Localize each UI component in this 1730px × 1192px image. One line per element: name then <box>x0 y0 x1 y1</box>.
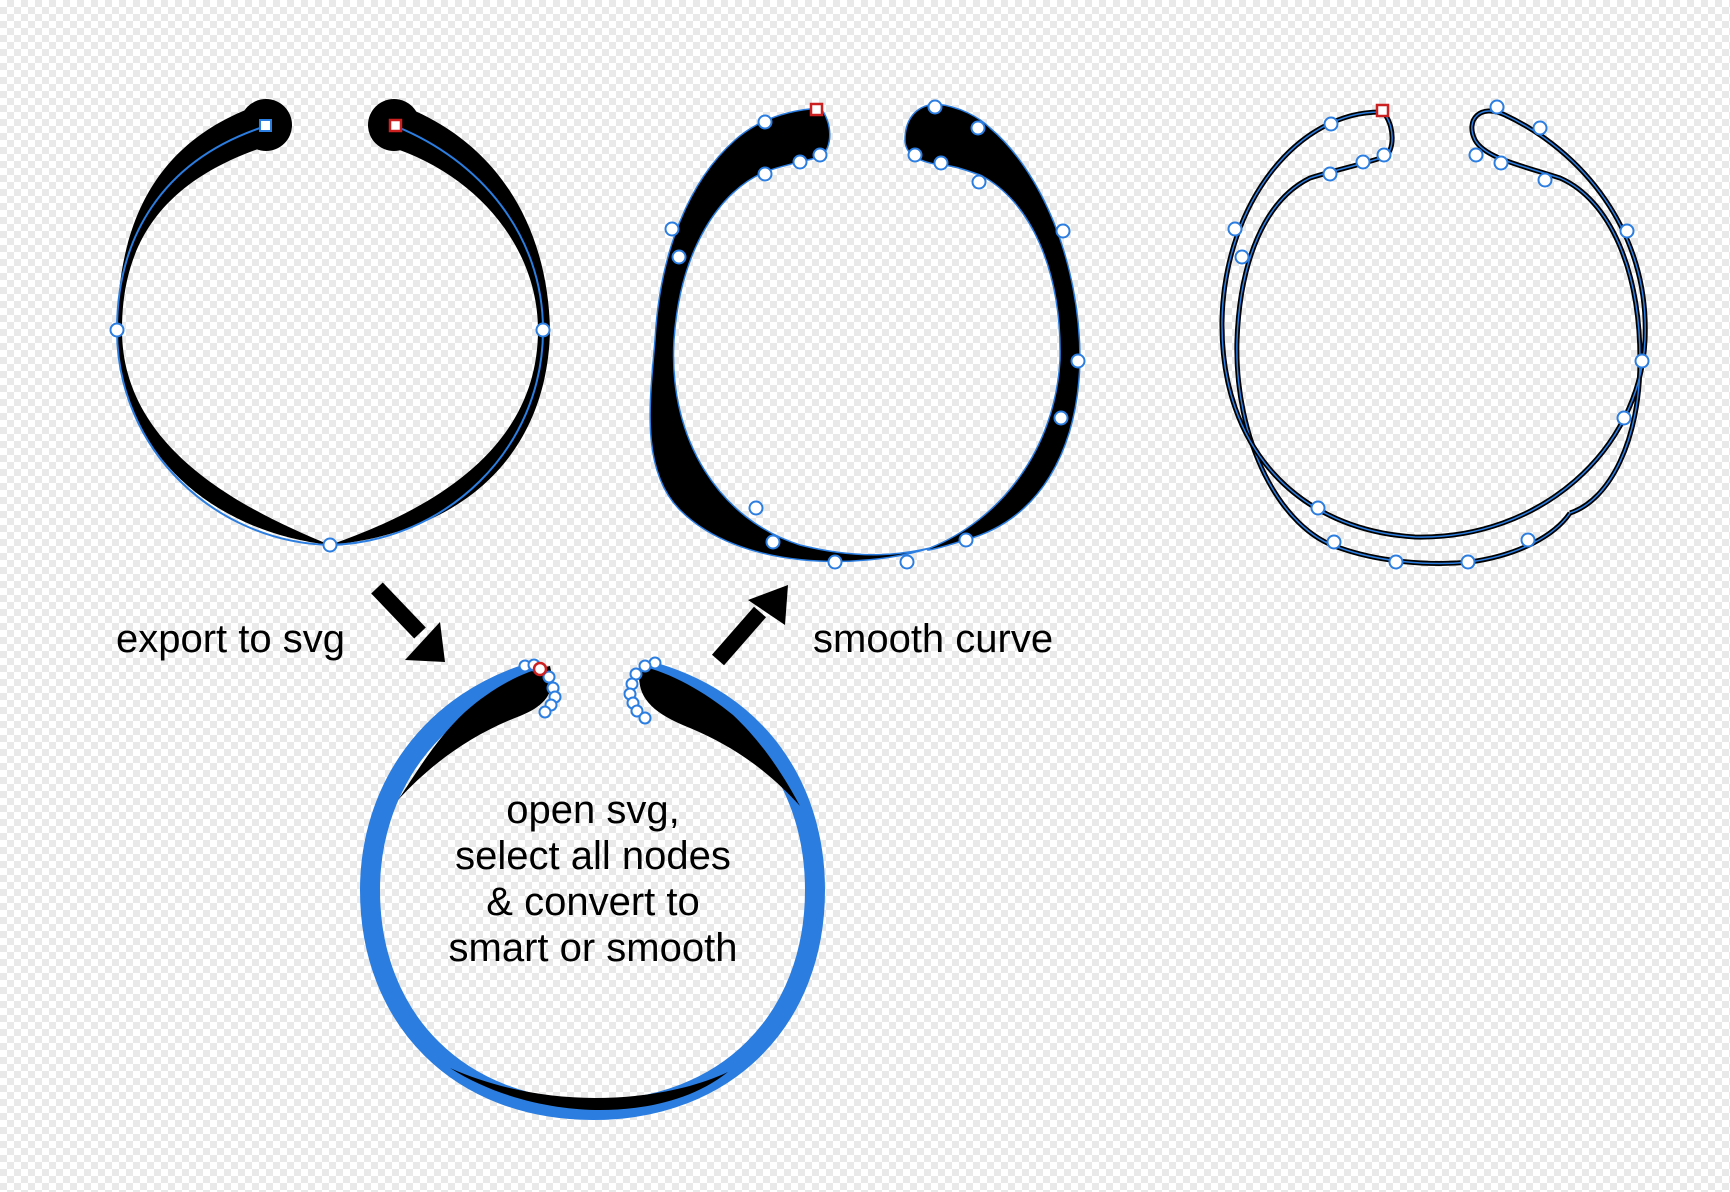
converted-inner-left <box>398 666 552 800</box>
node-point <box>792 154 808 170</box>
node-point <box>757 166 773 182</box>
outline-outer <box>1234 110 1573 566</box>
node-point <box>1493 155 1509 171</box>
node-point <box>1322 166 1338 182</box>
ring-original <box>109 99 551 553</box>
ring-converted <box>359 656 826 1121</box>
smoothed-shape-left <box>649 107 931 563</box>
node-point <box>1489 99 1505 115</box>
node-point <box>630 704 644 718</box>
caption-export-to-svg: export to svg <box>116 617 346 661</box>
converted-band <box>359 660 826 1121</box>
node-point <box>1326 534 1342 550</box>
arrow-up-right-icon <box>711 585 788 666</box>
caption-line: select all nodes <box>455 834 731 878</box>
node-point <box>1537 172 1553 188</box>
node-point <box>1227 221 1243 237</box>
node-start-square <box>1375 103 1390 118</box>
node-point <box>1323 116 1339 132</box>
node-point <box>1616 410 1632 426</box>
node-point <box>757 114 773 130</box>
caption-open-svg-instructions: open svg, select all nodes & convert to … <box>393 787 793 971</box>
node-point <box>535 322 551 338</box>
node-end-square <box>388 118 403 133</box>
converted-inner-right <box>639 666 800 806</box>
node-point <box>827 554 843 570</box>
caption-line: smart or smooth <box>448 926 738 970</box>
node-point <box>927 99 943 115</box>
caption-line: open svg, <box>506 788 680 832</box>
node-point <box>1355 154 1371 170</box>
node-start-square <box>259 119 272 132</box>
node-point <box>812 147 828 163</box>
node-point <box>970 120 986 136</box>
node-point <box>638 659 652 673</box>
node-point <box>1468 147 1484 163</box>
node-point <box>538 705 552 719</box>
node-point <box>109 322 125 338</box>
node-point <box>1619 223 1635 239</box>
node-point <box>765 534 781 550</box>
node-point <box>1070 353 1086 369</box>
node-point <box>322 537 338 553</box>
node-point <box>638 711 652 725</box>
node-point <box>1053 410 1069 426</box>
brush-stroke-right <box>330 103 550 545</box>
arrow-down-right-icon <box>371 582 445 662</box>
node-point <box>664 221 680 237</box>
node-point <box>907 147 923 163</box>
smoothed-shape-right <box>904 103 1081 551</box>
node-point <box>899 554 915 570</box>
node-point <box>933 155 949 171</box>
node-start-marker <box>532 661 548 677</box>
node-point <box>1234 249 1250 265</box>
node-point <box>958 532 974 548</box>
node-point <box>671 249 687 265</box>
node-point <box>1310 500 1326 516</box>
node-point <box>1376 147 1392 163</box>
caption-line: & convert to <box>486 880 700 924</box>
caption-smooth-curve: smooth curve <box>813 617 1054 661</box>
node-point <box>1388 554 1404 570</box>
node-point <box>971 174 987 190</box>
node-start-square <box>809 102 824 117</box>
outline-outer-blue <box>1236 111 1571 565</box>
converted-inner-bottom <box>450 1068 728 1110</box>
node-point <box>1634 353 1650 369</box>
node-point <box>542 670 556 684</box>
outline-ring-main <box>1219 108 1648 540</box>
outline-ring-main-blue <box>1221 110 1646 538</box>
ring-outline <box>1219 99 1650 570</box>
brush-stroke-left <box>116 103 330 545</box>
node-point <box>748 500 764 516</box>
node-point <box>1055 223 1071 239</box>
node-point <box>1520 532 1536 548</box>
node-point <box>1460 554 1476 570</box>
ring-smoothed <box>649 99 1086 570</box>
node-point <box>1532 120 1548 136</box>
